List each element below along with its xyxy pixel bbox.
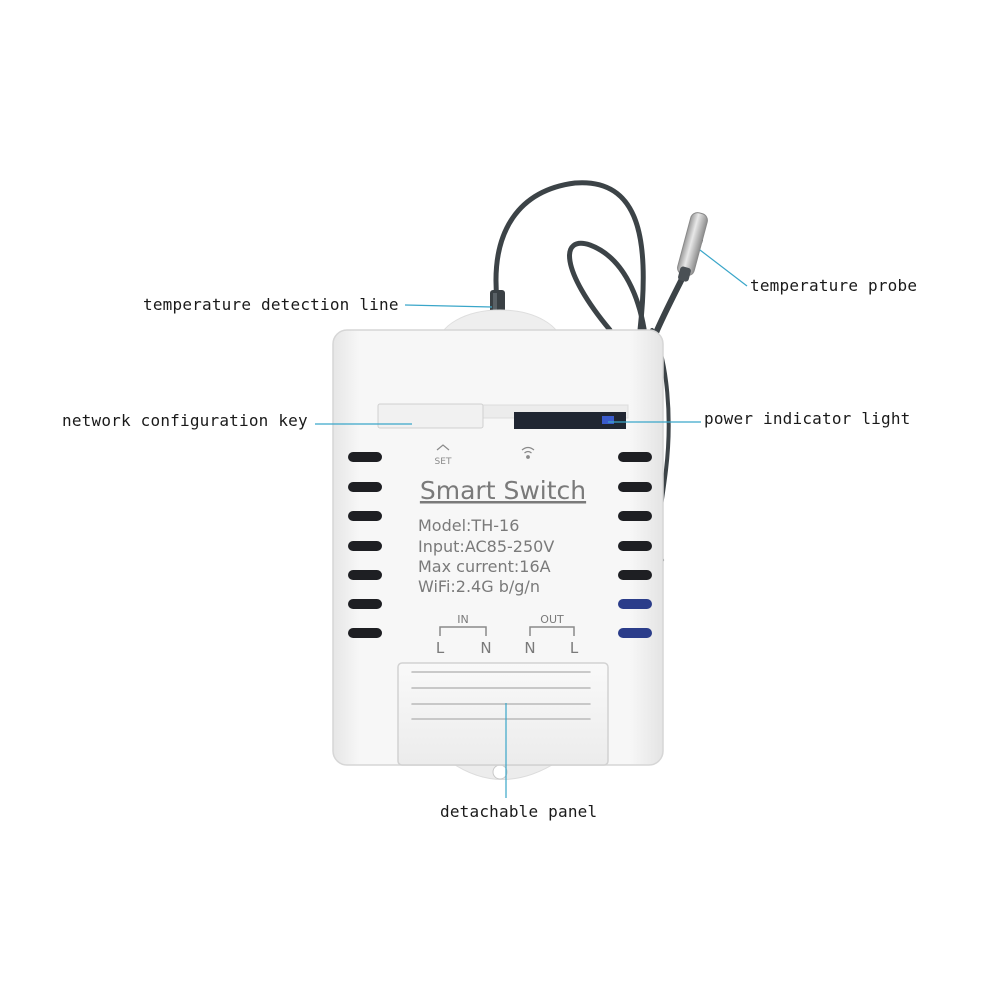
- terminal-label: L: [570, 639, 579, 657]
- callout-temperature-detection-line: temperature detection line: [143, 295, 399, 314]
- callout-detachable-panel: detachable panel: [440, 802, 598, 821]
- right-vents: [618, 452, 652, 638]
- spec-line: Model:TH-16: [418, 516, 519, 535]
- leader-temperature-probe: [699, 249, 748, 287]
- callout-network-configuration-key: network configuration key: [62, 411, 308, 430]
- terminal-label: N: [480, 639, 491, 657]
- wifi-icon: [521, 446, 535, 459]
- detachable-panel[interactable]: [397, 662, 609, 766]
- terminal-label: N: [524, 639, 535, 657]
- cable-loop-inner: [567, 240, 648, 338]
- in-label: IN: [457, 613, 468, 626]
- device-title: Smart Switch: [420, 476, 586, 505]
- set-label: SET: [435, 457, 452, 467]
- terminal-brackets: [439, 626, 575, 636]
- left-vents: [348, 452, 382, 638]
- chevron-up-icon: [436, 444, 450, 451]
- terminal-label: L: [436, 639, 445, 657]
- leader-lines: [315, 249, 748, 798]
- leader-temperature-detection-line: [404, 304, 493, 308]
- out-label: OUT: [540, 613, 564, 626]
- temperature-probe: [677, 212, 708, 282]
- callout-temperature-probe: temperature probe: [750, 276, 918, 295]
- spec-line: Max current:16A: [418, 557, 551, 576]
- callout-power-indicator-light: power indicator light: [704, 409, 911, 428]
- spec-line: Input:AC85-250V: [418, 537, 554, 556]
- spec-line: WiFi:2.4G b/g/n: [418, 577, 540, 596]
- network-config-key[interactable]: [377, 403, 484, 429]
- power-indicator-light: [514, 412, 626, 429]
- cable-loop-main: [493, 180, 646, 333]
